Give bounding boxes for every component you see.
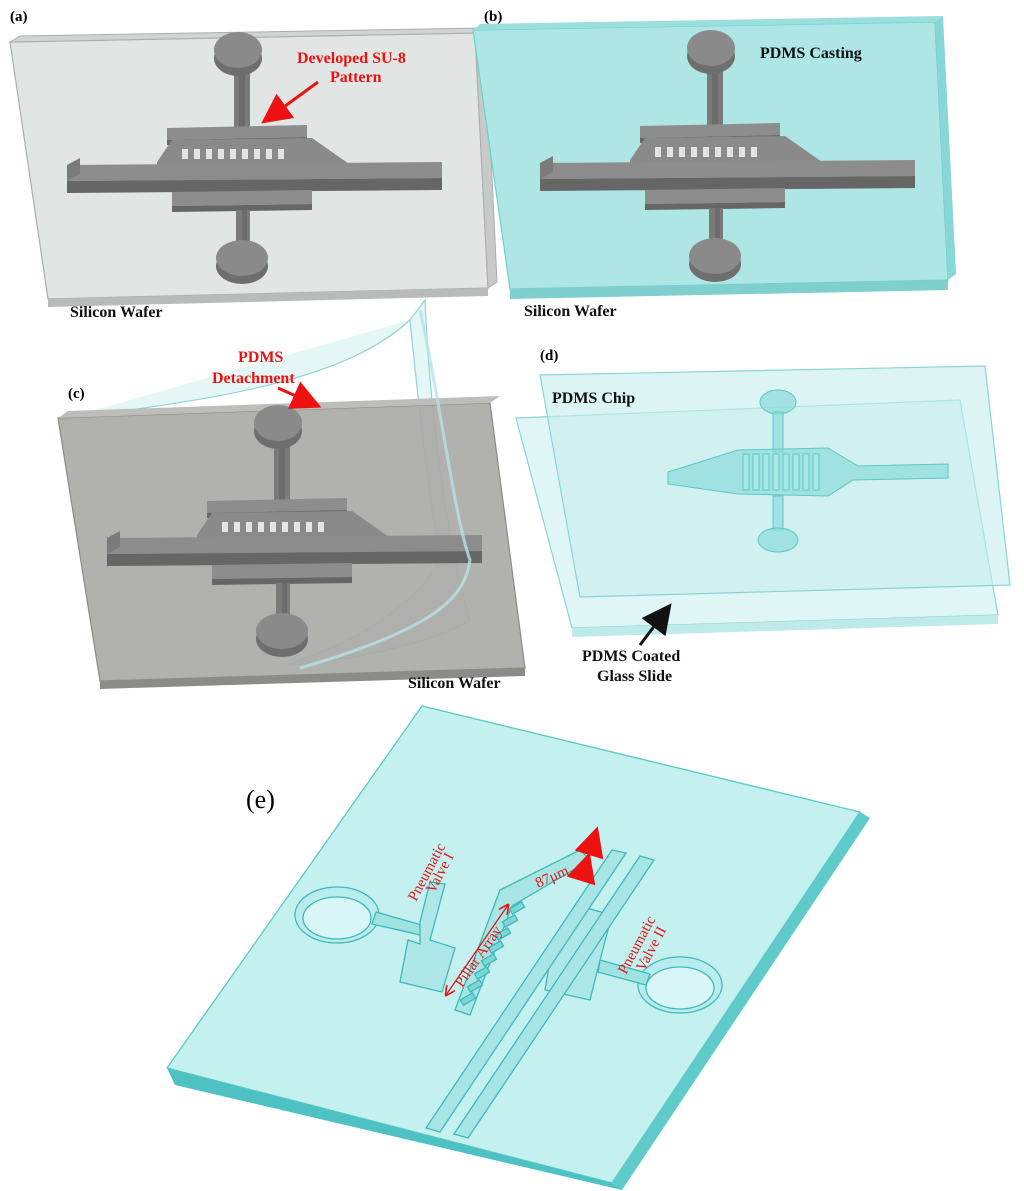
su8-arrow [261, 80, 319, 124]
glass-slide-line1: PDMS Coated [582, 648, 680, 665]
panel-b: (b) PDMS Casting Silicon Wafer [472, 9, 956, 320]
pdms-device-plate [165, 705, 862, 1184]
su8-annotation-line2: Pattern [330, 69, 382, 86]
substrate-label-c: Silicon Wafer [408, 675, 501, 692]
panel-c-label: (c) [68, 386, 85, 402]
pdms-chip-title: PDMS Chip [552, 390, 635, 407]
panel-a-label: (a) [10, 9, 28, 25]
panel-b-label: (b) [484, 9, 502, 25]
detachment-annotation-line2: Detachment [212, 370, 295, 387]
pillar-array-arrow [446, 905, 508, 995]
pdms-casting-title: PDMS Casting [760, 45, 862, 62]
detachment-arrow [277, 381, 322, 409]
dimension-arrow [566, 826, 604, 886]
panel-c: (c) PDMS Detachment Silicon Wafer [57, 298, 526, 692]
substrate-label-a: Silicon Wafer [70, 304, 163, 321]
panel-e: (e) [165, 705, 870, 1190]
glass-slide-line2: Glass Slide [597, 668, 672, 685]
panel-d: (d) PDMS Chip PDMS Coated Glass Slide [515, 348, 1011, 685]
detachment-annotation-line1: PDMS [238, 349, 283, 366]
glass-slide-arrow [638, 603, 672, 646]
panel-d-label: (d) [540, 348, 558, 364]
substrate-label-b: Silicon Wafer [524, 303, 617, 320]
panel-a: (a) Developed SU-8 Pattern Silicon Wafer [8, 9, 498, 321]
su8-annotation-line1: Developed SU-8 [297, 50, 406, 67]
panel-e-label: (e) [246, 785, 275, 814]
